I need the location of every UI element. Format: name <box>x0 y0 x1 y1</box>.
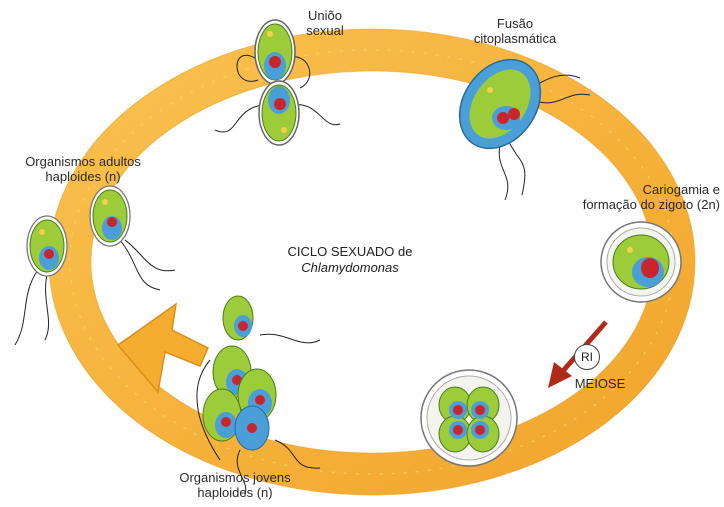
label-meiosis: MEIOSE <box>570 376 630 391</box>
label-plasmogamy: Fusão citoplasmática <box>455 16 575 46</box>
label-karyogamy: Cariogamia e formação do zigoto (2n) <box>560 182 720 212</box>
label-sexual-union: Uniõo sexual <box>300 8 350 38</box>
diagram-title: CICLO SEXUADO de Chlamydomonas <box>250 244 450 276</box>
label-young-organisms: Organismos jovens haploides (n) <box>160 470 310 500</box>
title-line-1: CICLO SEXUADO de <box>288 244 413 259</box>
tetrad-cell <box>421 370 517 466</box>
title-line-2: Chlamydomonas <box>250 260 450 276</box>
label-adult-organisms: Organismos adultos haploides (n) <box>8 154 158 184</box>
zygote-cell <box>601 222 681 302</box>
meiosis-ri-badge: RI <box>574 344 600 370</box>
